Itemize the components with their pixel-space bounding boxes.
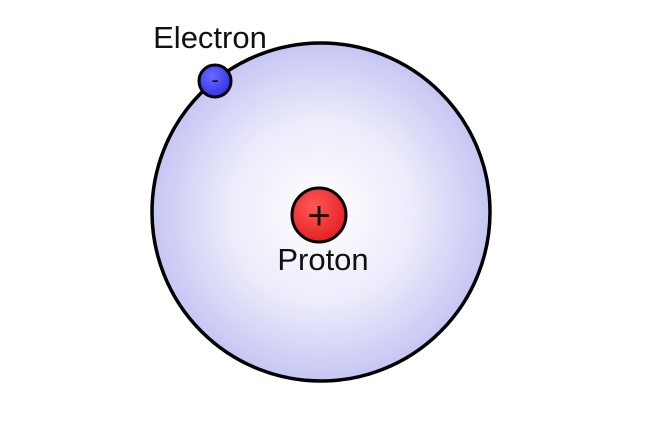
proton-particle-icon: +: [290, 186, 348, 244]
electron-sign: -: [211, 67, 218, 92]
electron-particle-icon: -: [197, 63, 233, 99]
proton-sign: +: [307, 194, 330, 238]
proton-label: Proton: [277, 242, 368, 277]
electron-label: Electron: [153, 20, 267, 55]
